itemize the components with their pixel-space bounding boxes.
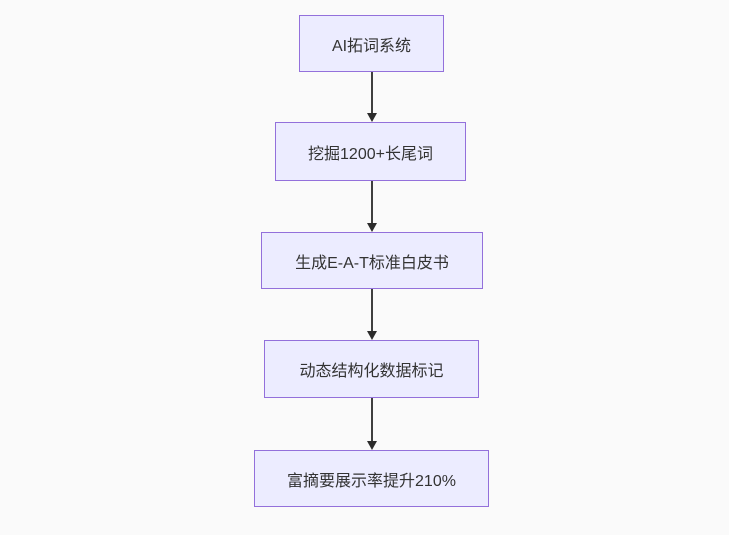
flow-node-rich-snippet-result: 富摘要展示率提升210% bbox=[254, 450, 489, 507]
flow-node-label: 动态结构化数据标记 bbox=[299, 363, 444, 380]
flow-node-label: 富摘要展示率提升210% bbox=[287, 472, 456, 490]
flow-node-structured-data-markup: 动态结构化数据标记 bbox=[264, 340, 479, 398]
arrowhead-down-icon bbox=[366, 441, 377, 450]
arrow-line bbox=[370, 181, 373, 226]
flow-node-label: 挖掘1200+长尾词 bbox=[308, 145, 433, 163]
flow-node-eat-whitepaper: 生成E-A-T标准白皮书 bbox=[261, 232, 483, 289]
arrowhead-down-icon bbox=[366, 223, 377, 232]
arrowhead-down-icon bbox=[366, 331, 377, 340]
arrow-line bbox=[370, 398, 373, 444]
flow-node-longtail-mining: 挖掘1200+长尾词 bbox=[275, 122, 466, 181]
arrowhead-down-icon bbox=[366, 113, 377, 122]
arrow-connector-1 bbox=[366, 72, 377, 122]
arrow-connector-4 bbox=[366, 398, 377, 450]
arrow-line bbox=[370, 72, 373, 116]
arrow-line bbox=[370, 289, 373, 334]
flow-node-label: 生成E-A-T标准白皮书 bbox=[295, 254, 449, 272]
arrow-connector-2 bbox=[366, 181, 377, 232]
flow-node-ai-keyword-system: AI拓词系统 bbox=[299, 15, 444, 72]
flow-node-label: AI拓词系统 bbox=[331, 37, 412, 55]
arrow-connector-3 bbox=[366, 289, 377, 340]
